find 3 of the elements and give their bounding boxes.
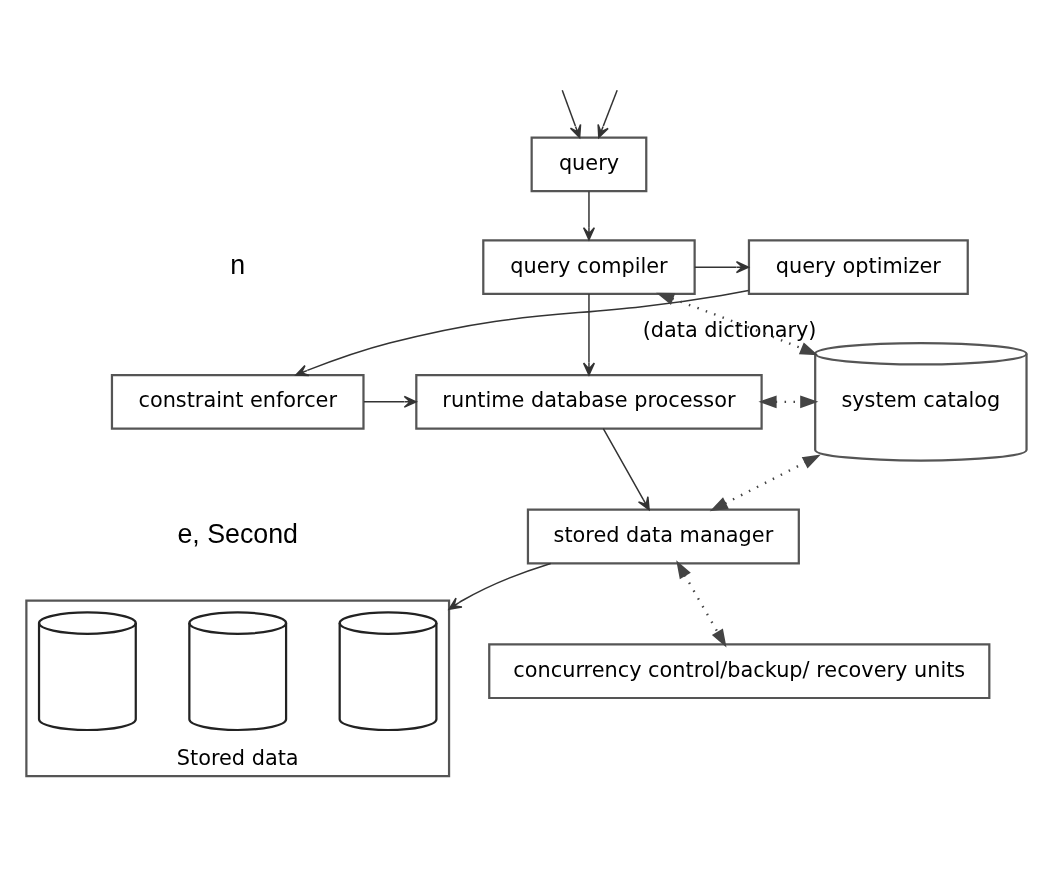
label: e, Second	[177, 519, 298, 550]
label: n	[230, 249, 246, 280]
node-label: (data dictionary)	[642, 318, 817, 343]
